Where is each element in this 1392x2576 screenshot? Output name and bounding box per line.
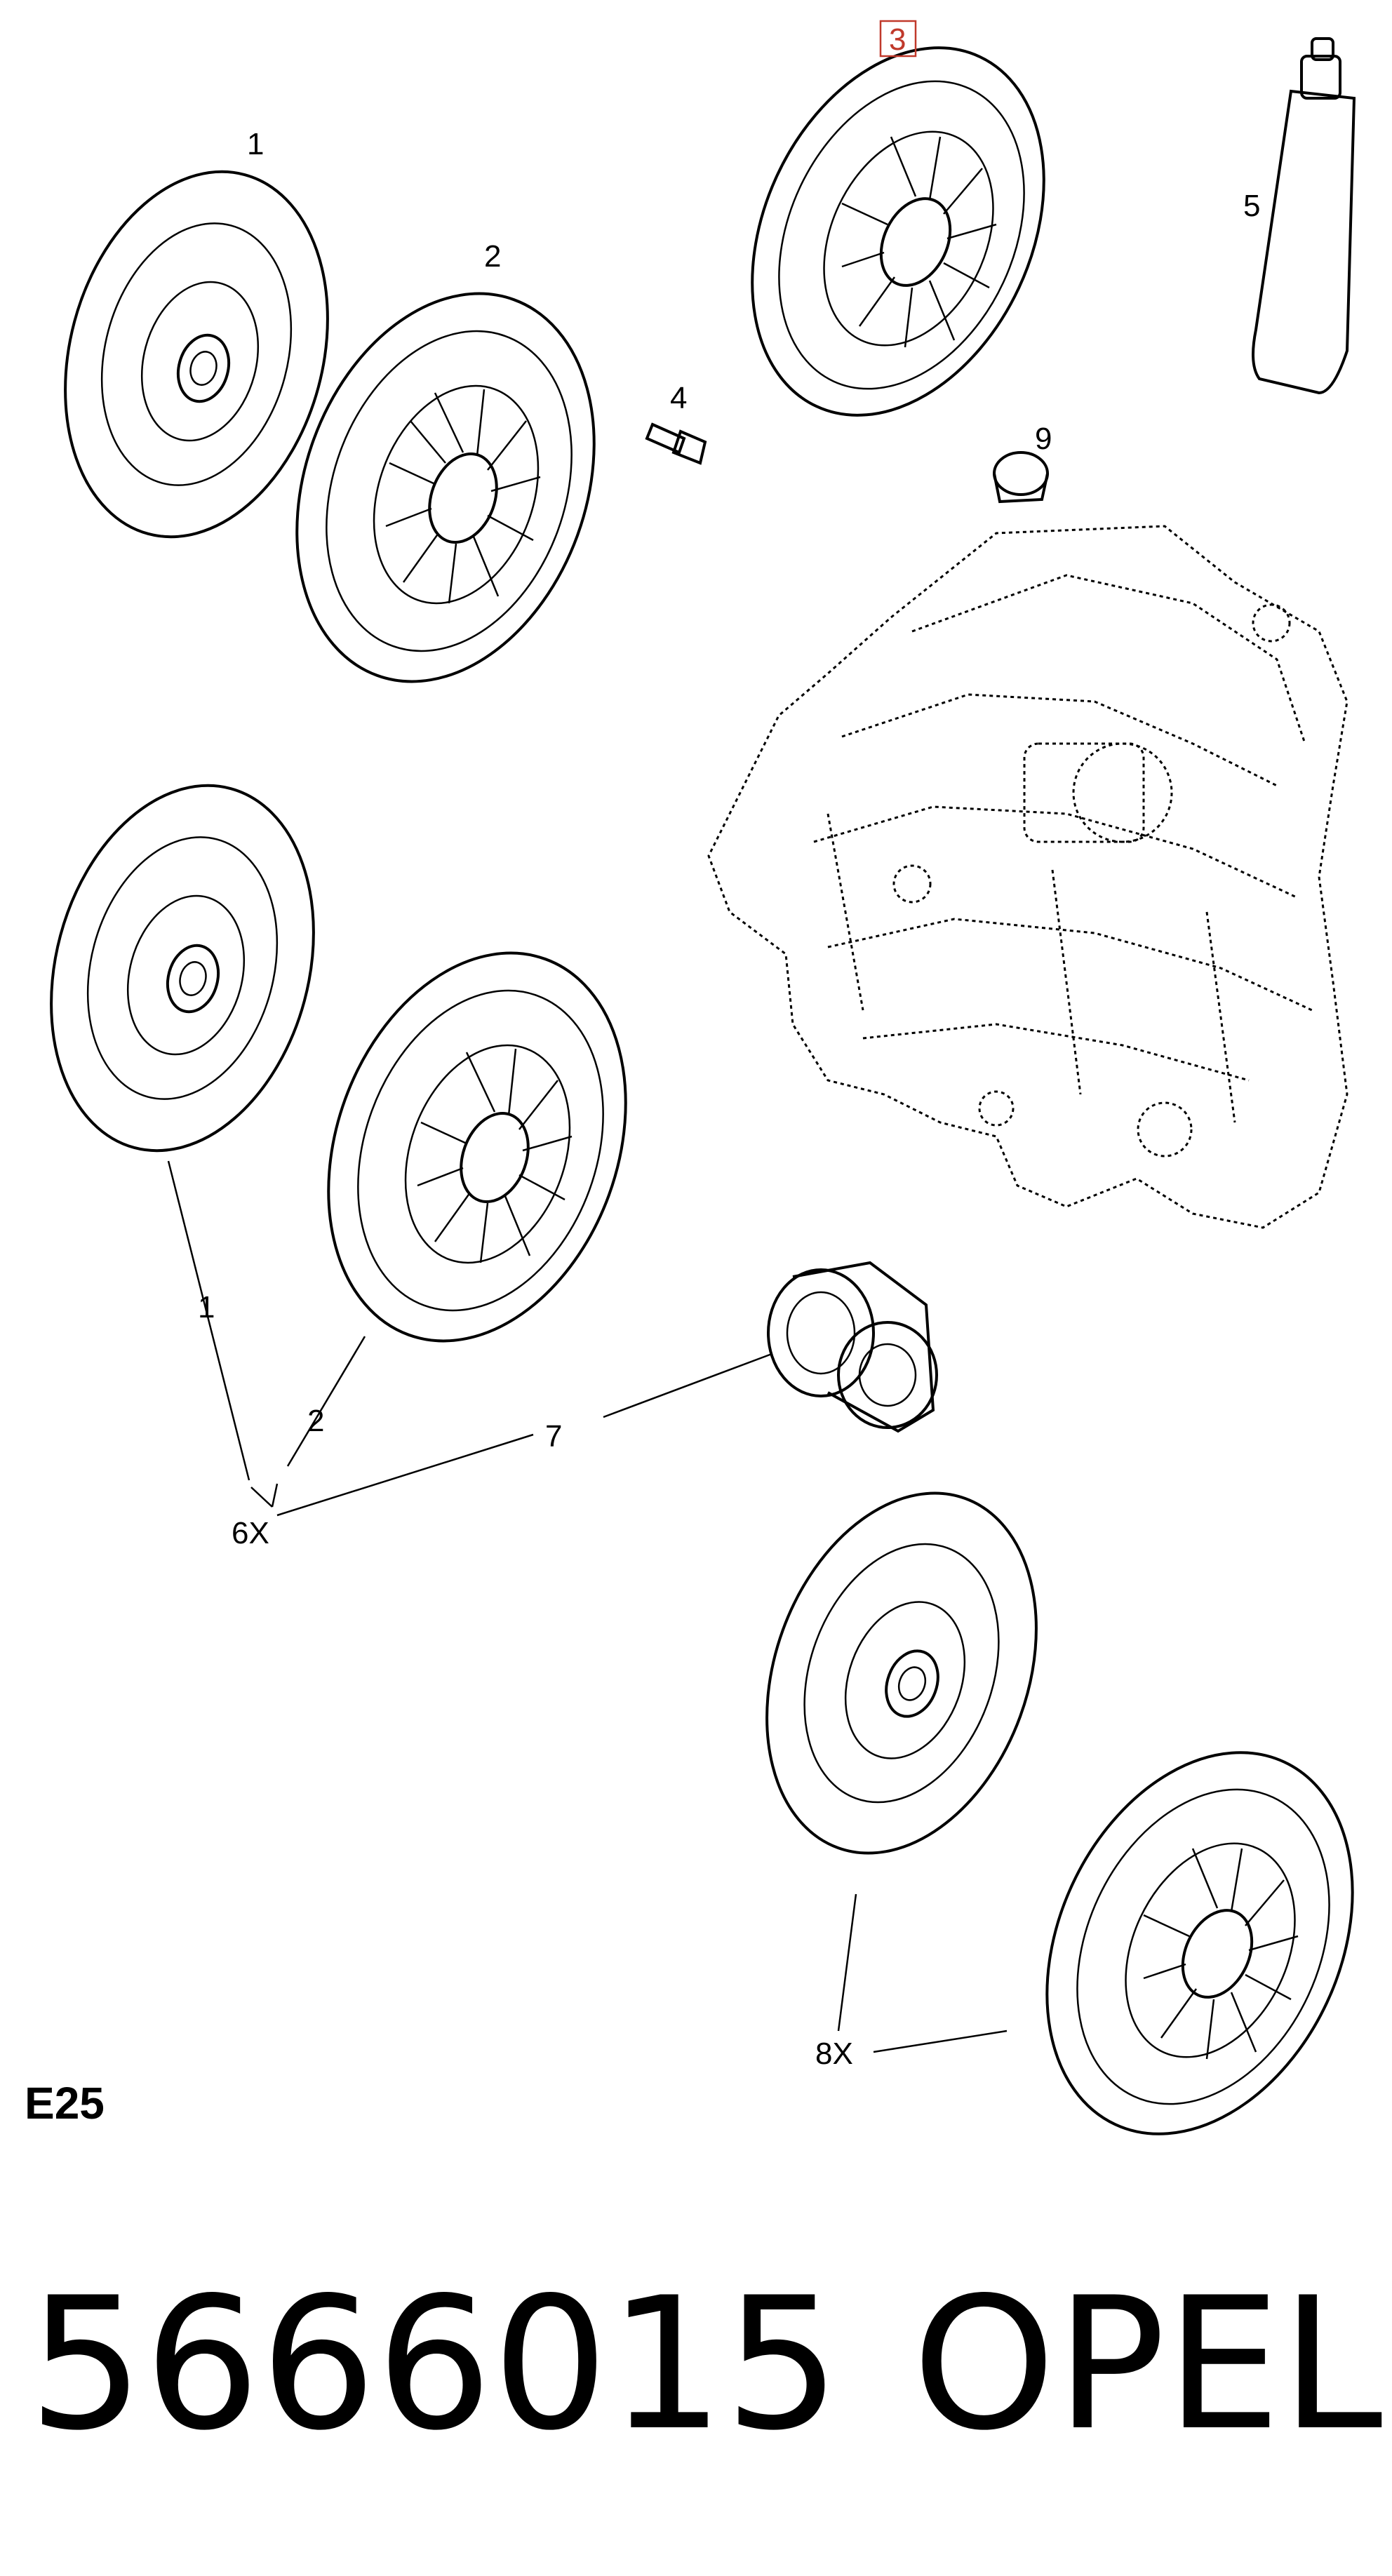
callout-3-highlighted: 3 bbox=[879, 20, 917, 58]
callout-1-top: 1 bbox=[247, 127, 264, 161]
callout-5: 5 bbox=[1243, 189, 1260, 223]
grease-tube-5 bbox=[1252, 37, 1356, 395]
callout-9: 9 bbox=[1035, 422, 1052, 456]
leader-lines bbox=[167, 1160, 1008, 2053]
clutch-disc-8x bbox=[765, 1491, 1038, 1855]
bolt-4 bbox=[645, 422, 707, 465]
callout-1-middle: 1 bbox=[198, 1290, 215, 1324]
callout-6x: 6X bbox=[232, 1516, 269, 1550]
brand-name: OPEL bbox=[912, 2259, 1384, 2471]
pressure-plate-2-top bbox=[295, 292, 596, 683]
section-code: E25 bbox=[25, 2078, 105, 2128]
pressure-plate-2-middle bbox=[327, 951, 627, 1343]
callout-2-middle: 2 bbox=[307, 1404, 324, 1438]
gearbox-housing-outline bbox=[707, 525, 1348, 1229]
pressure-plate-8x bbox=[1045, 1751, 1354, 2135]
callout-4: 4 bbox=[670, 381, 687, 415]
clutch-disc-1-top bbox=[64, 170, 329, 539]
release-bearing-7 bbox=[767, 1261, 938, 1433]
bushing-9 bbox=[993, 451, 1049, 504]
callout-2-top: 2 bbox=[484, 239, 501, 274]
part-number: 5666015 bbox=[28, 2259, 841, 2471]
pressure-plate-assembly-3 bbox=[751, 46, 1045, 417]
clutch-disc-1-middle bbox=[50, 784, 315, 1153]
callout-3: 3 bbox=[889, 22, 906, 57]
callout-8x: 8X bbox=[815, 2037, 853, 2071]
callout-7: 7 bbox=[545, 1419, 562, 1454]
